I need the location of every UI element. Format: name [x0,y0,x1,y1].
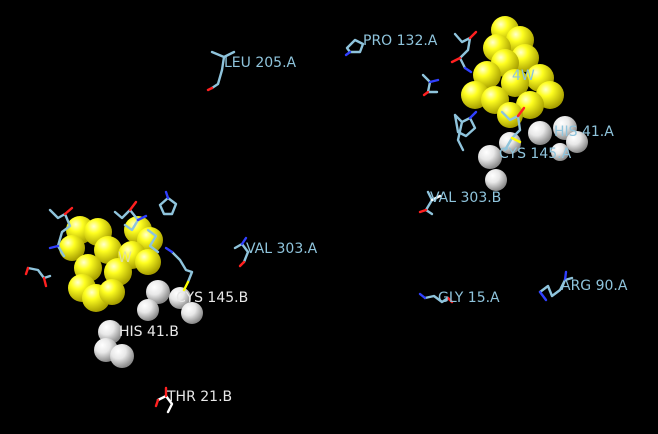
ligand-b-spheres [59,216,163,312]
label-leu-205-a[interactable]: LEU 205.A [224,55,297,71]
label-val-303-b[interactable]: VAL 303.B [430,190,502,206]
label-gly-15-a[interactable]: GLY 15.A [438,290,500,306]
label-ligand-a[interactable]: 4W [512,68,535,84]
label-ligand-b[interactable]: W [118,250,132,266]
label-pro-132-a[interactable]: PRO 132.A [363,33,438,49]
label-his-41-a[interactable]: HIS 41.A [554,124,614,140]
protein-a-spheres [478,116,588,191]
label-his-41-b[interactable]: HIS 41.B [119,324,179,340]
label-arg-90-a[interactable]: ARG 90.A [561,278,628,294]
label-val-303-a[interactable]: VAL 303.A [246,241,318,257]
label-thr-21-b[interactable]: THR 21.B [167,389,233,405]
residue-sticks [24,30,574,414]
label-cys-145-a[interactable]: CYS 145.A [499,146,572,162]
protein-b-spheres [94,280,203,368]
ligand-a-spheres [461,16,564,128]
label-cys-145-b[interactable]: CYS 145.B [176,290,249,306]
